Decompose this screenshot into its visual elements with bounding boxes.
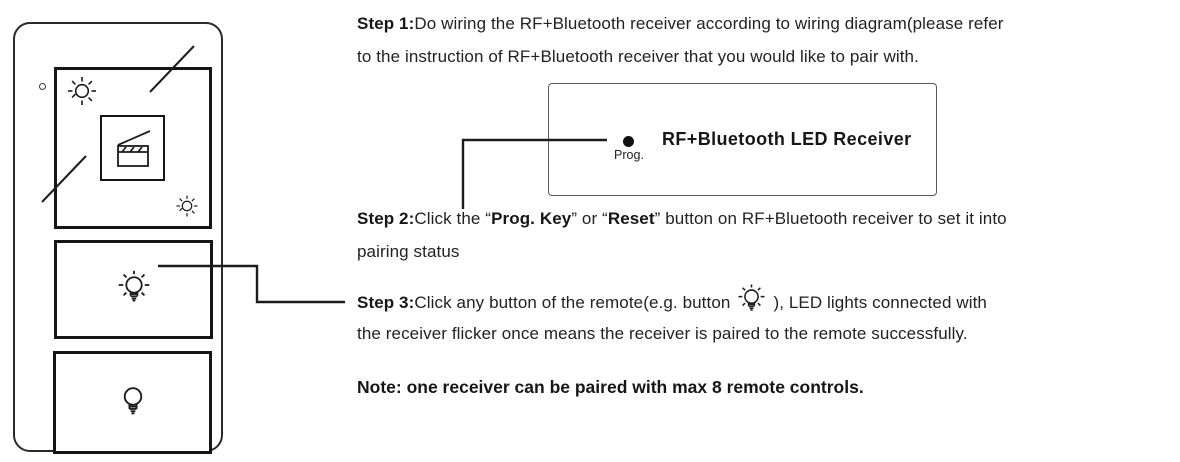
step3-line1: Step 3:Click any button of the remote(e.… (357, 284, 987, 317)
receiver-title: RF+Bluetooth LED Receiver (662, 129, 912, 149)
step2-line1: Step 2:Click the “Prog. Key” or “Reset” … (357, 202, 1007, 235)
note-text: Note: one receiver can be paired with ma… (357, 377, 864, 397)
step1-line1: Step 1:Do wiring the RF+Bluetooth receiv… (357, 7, 1004, 40)
remote-control-illustration (13, 22, 223, 454)
step2-text2: pairing status (357, 242, 460, 261)
step1-text2: to the instruction of RF+Bluetooth recei… (357, 47, 919, 66)
step2-label: Step 2: (357, 209, 415, 228)
step3-label: Step 3: (357, 293, 415, 312)
step2-text-pre: Click the “ (414, 209, 492, 228)
step2-paragraph: Step 2:Click the “Prog. Key” or “Reset” … (357, 202, 1007, 268)
step3-text2: the receiver flicker once means the rece… (357, 324, 968, 343)
step3-paragraph: Step 3:Click any button of the remote(e.… (357, 284, 987, 350)
prog-key-term: Prog. Key (491, 209, 572, 228)
receiver-box: Prog. RF+Bluetooth LED Receiver (548, 83, 937, 196)
bulb-off-icon (123, 386, 142, 414)
prog-key-dot (623, 136, 634, 147)
step1-paragraph: Step 1:Do wiring the RF+Bluetooth receiv… (357, 7, 1004, 73)
remote-led-indicator (39, 83, 46, 90)
step1-label: Step 1: (357, 14, 415, 33)
step2-text-mid: ” or “ (571, 209, 608, 228)
step2-text-post: ” button on RF+Bluetooth receiver to set… (654, 209, 1007, 228)
step3-line2: the receiver flicker once means the rece… (357, 317, 987, 350)
remote-scene-brightness-button (54, 67, 212, 229)
remote-light-off-button (53, 351, 212, 454)
step1-text1: Do wiring the RF+Bluetooth receiver acco… (414, 14, 1004, 33)
step2-line2: pairing status (357, 235, 1007, 268)
brightness-up-icon (68, 77, 96, 105)
bulb-on-icon (118, 270, 149, 302)
scene-key-area (100, 115, 165, 181)
step3-text-after-icon: ), LED lights connected with (773, 293, 987, 312)
reset-term: Reset (607, 209, 655, 228)
bulb-on-icon (738, 284, 765, 311)
scene-clapperboard-icon (117, 130, 151, 167)
brightness-down-icon (176, 195, 198, 217)
remote-light-on-button (54, 240, 213, 339)
step3-text-before-icon: Click any button of the remote(e.g. butt… (414, 293, 731, 312)
prog-key-label: Prog. (614, 148, 644, 162)
step1-line2: to the instruction of RF+Bluetooth recei… (357, 40, 1004, 73)
